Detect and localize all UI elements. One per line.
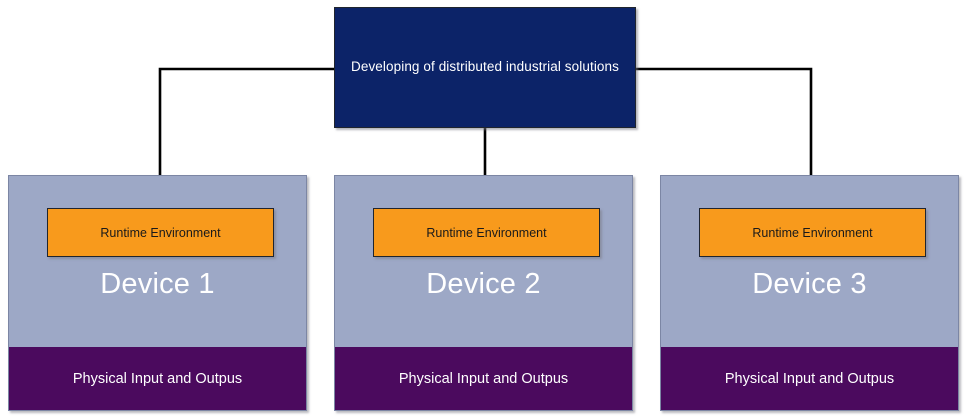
physical-io-band[interactable]: Physical Input and Outpus [661, 347, 958, 410]
physical-io-band[interactable]: Physical Input and Outpus [9, 347, 306, 410]
root-node-label: Developing of distributed industrial sol… [350, 59, 619, 75]
physical-io-label: Physical Input and Outpus [724, 370, 895, 387]
runtime-environment-label: Runtime Environment [100, 225, 221, 240]
physical-io-label: Physical Input and Outpus [72, 370, 243, 387]
device-title: Device 3 [752, 268, 867, 300]
physical-io-band[interactable]: Physical Input and Outpus [335, 347, 632, 410]
device-card[interactable]: Runtime Environment Device 3 Physical In… [660, 175, 959, 411]
runtime-environment-label: Runtime Environment [426, 225, 547, 240]
runtime-environment-label: Runtime Environment [752, 225, 873, 240]
physical-io-label: Physical Input and Outpus [398, 370, 569, 387]
runtime-environment-box[interactable]: Runtime Environment [47, 208, 274, 257]
device-card[interactable]: Runtime Environment Device 1 Physical In… [8, 175, 307, 411]
device-title: Device 1 [100, 268, 215, 300]
runtime-environment-box[interactable]: Runtime Environment [373, 208, 600, 257]
connector-root-to-device-1 [158, 67, 334, 196]
root-node-developing-solutions[interactable]: Developing of distributed industrial sol… [334, 7, 636, 128]
device-card[interactable]: Runtime Environment Device 2 Physical In… [334, 175, 633, 411]
runtime-environment-box[interactable]: Runtime Environment [699, 208, 926, 257]
device-title: Device 2 [426, 268, 541, 300]
